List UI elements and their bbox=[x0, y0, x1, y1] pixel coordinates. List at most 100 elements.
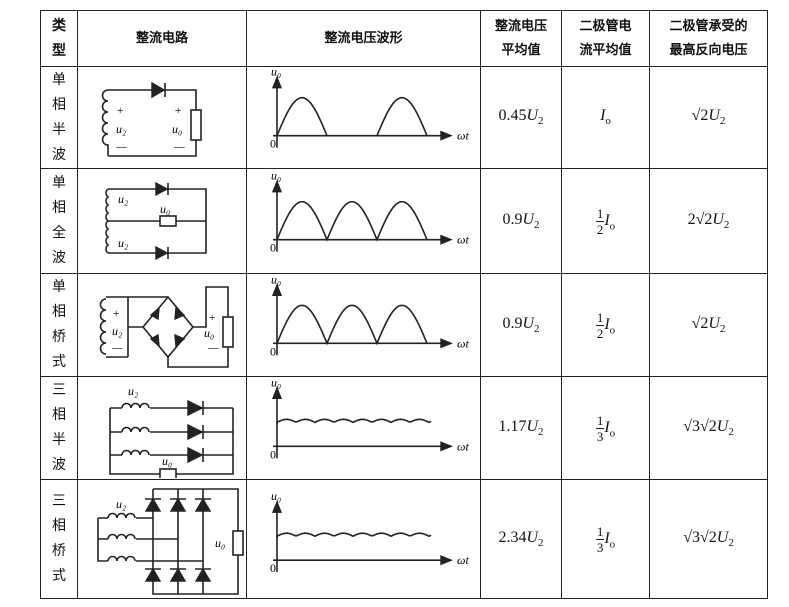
svg-text:u₀: u₀ bbox=[160, 202, 170, 216]
waveform-cell: u₀ ωt 0 bbox=[246, 66, 481, 169]
svg-text:ωt: ωt bbox=[457, 439, 469, 453]
full-wave-waveform-plot: u₀ ωt 0 bbox=[270, 276, 469, 358]
svg-text:u₀: u₀ bbox=[271, 69, 281, 79]
avg-voltage-cell: 0.9U2 bbox=[480, 168, 562, 274]
svg-text:0: 0 bbox=[270, 240, 276, 254]
type-cell: 单相桥式 bbox=[40, 273, 78, 377]
svg-text:u₂: u₂ bbox=[118, 192, 128, 206]
svg-text:+: + bbox=[174, 103, 182, 117]
ripple-waveform-plot: u₀ ωt 0 bbox=[270, 489, 469, 575]
svg-text:0: 0 bbox=[270, 344, 276, 358]
svg-text:+: + bbox=[116, 103, 124, 117]
half-wave-circuit-diagram: + u₂ — + u₀ — bbox=[101, 81, 202, 157]
x-axis-arrow-icon bbox=[440, 554, 453, 565]
max-reverse-voltage-cell: √3√2U2 bbox=[649, 479, 768, 599]
svg-text:+: + bbox=[208, 310, 216, 324]
transformer-coil bbox=[101, 88, 109, 156]
avg-voltage-cell: 2.34U2 bbox=[480, 479, 562, 599]
waveform-line bbox=[276, 418, 432, 424]
y-axis-arrow-icon bbox=[271, 282, 283, 296]
ripple-waveform-plot: u₀ ωt 0 bbox=[270, 379, 469, 461]
svg-text:ωt: ωt bbox=[457, 232, 469, 246]
table-row: 单相半波 + u₂ — + u₀ — u₀ ωt 0 0.45U2 Io √2U2 bbox=[40, 66, 768, 169]
y-axis-arrow-icon bbox=[271, 75, 283, 88]
circuit-cell: +u₂— +u₀— bbox=[77, 273, 247, 377]
header-row: 类型 整流电路 整流电压波形 整流电压平均值 二极管电流平均值 二极管承受的最高… bbox=[40, 10, 768, 67]
svg-text:ωt: ωt bbox=[457, 553, 469, 567]
svg-text:u₀: u₀ bbox=[271, 379, 281, 389]
circuit-cell: + u₂ — + u₀ — bbox=[77, 66, 247, 169]
max-reverse-voltage-cell: √2U2 bbox=[649, 273, 768, 377]
type-cell: 三相桥式 bbox=[40, 479, 78, 599]
full-wave-waveform-plot: u₀ ωt 0 bbox=[270, 171, 469, 255]
svg-text:u₀: u₀ bbox=[162, 454, 172, 468]
y-axis-arrow-icon bbox=[271, 179, 283, 192]
full-wave-circuit-diagram: u₂ u₂ u₀ bbox=[105, 181, 207, 261]
diode-current-cell: Io bbox=[561, 66, 650, 169]
waveform-cell: u₀ ωt 0 bbox=[246, 168, 481, 274]
avg-voltage-cell: 1.17U2 bbox=[480, 376, 562, 480]
svg-text:u₀: u₀ bbox=[215, 536, 225, 550]
max-reverse-voltage-cell: √3√2U2 bbox=[649, 376, 768, 480]
bridge-circuit-diagram: +u₂— +u₀— bbox=[99, 286, 234, 368]
header-type: 类型 bbox=[40, 10, 78, 67]
type-cell: 单相半波 bbox=[40, 66, 78, 169]
svg-text:0: 0 bbox=[270, 561, 276, 575]
header-diode-current: 二极管电流平均值 bbox=[561, 10, 650, 67]
load-resistor bbox=[190, 108, 202, 141]
waveform-line bbox=[276, 531, 432, 538]
svg-text:u₀: u₀ bbox=[271, 171, 281, 183]
y-axis-arrow-icon bbox=[271, 499, 283, 513]
x-axis-arrow-icon bbox=[440, 337, 453, 348]
svg-text:ωt: ωt bbox=[457, 336, 469, 350]
svg-text:u₀: u₀ bbox=[204, 326, 214, 340]
svg-text:0: 0 bbox=[270, 447, 276, 461]
svg-text:u₂: u₂ bbox=[116, 122, 126, 136]
avg-voltage-cell: 0.45U2 bbox=[480, 66, 562, 169]
svg-text:u₂: u₂ bbox=[128, 384, 138, 398]
svg-text:u₂: u₂ bbox=[112, 324, 122, 338]
three-phase-half-wave-circuit-diagram: u₂ u₀ bbox=[109, 384, 234, 478]
circuit-cell: u₂ u₂ u₀ bbox=[77, 168, 247, 274]
svg-text:u₀: u₀ bbox=[271, 276, 281, 286]
waveform-cell: u₀ ωt 0 bbox=[246, 479, 481, 599]
header-waveform: 整流电压波形 bbox=[246, 10, 481, 67]
x-axis-arrow-icon bbox=[440, 440, 453, 451]
svg-text:—: — bbox=[111, 340, 123, 354]
circuit-cell: u₂ u₀ bbox=[77, 479, 247, 599]
svg-text:—: — bbox=[115, 139, 127, 153]
header-avg-voltage: 整流电压平均值 bbox=[480, 10, 562, 67]
waveform-cell: u₀ ωt 0 bbox=[246, 273, 481, 377]
waveform-line bbox=[276, 96, 428, 136]
svg-text:—: — bbox=[173, 139, 185, 153]
y-axis-arrow-icon bbox=[271, 385, 283, 399]
waveform-line bbox=[276, 304, 428, 345]
svg-text:u₂: u₂ bbox=[118, 236, 128, 250]
max-reverse-voltage-cell: √2U2 bbox=[649, 66, 768, 169]
svg-text:ωt: ωt bbox=[457, 128, 469, 142]
svg-text:u₀: u₀ bbox=[172, 122, 182, 136]
svg-text:0: 0 bbox=[270, 136, 276, 150]
svg-text:u₀: u₀ bbox=[271, 489, 281, 503]
type-cell: 三相半波 bbox=[40, 376, 78, 480]
circuit-cell: u₂ u₀ bbox=[77, 376, 247, 480]
max-reverse-voltage-cell: 2√2U2 bbox=[649, 168, 768, 274]
svg-text:+: + bbox=[112, 306, 120, 320]
type-cell: 单相全波 bbox=[40, 168, 78, 274]
header-circuit: 整流电路 bbox=[77, 10, 247, 67]
waveform-line bbox=[276, 200, 428, 242]
svg-text:u₂: u₂ bbox=[116, 497, 126, 511]
svg-text:—: — bbox=[207, 340, 219, 354]
half-wave-waveform-plot: u₀ ωt 0 bbox=[270, 69, 469, 151]
x-axis-arrow-icon bbox=[440, 130, 453, 141]
rectifier-comparison-table: 类型 整流电路 整流电压波形 整流电压平均值 二极管电流平均值 二极管承受的最高… bbox=[40, 10, 768, 599]
header-max-reverse: 二极管承受的最高反向电压 bbox=[649, 10, 768, 67]
x-axis-arrow-icon bbox=[440, 234, 453, 245]
